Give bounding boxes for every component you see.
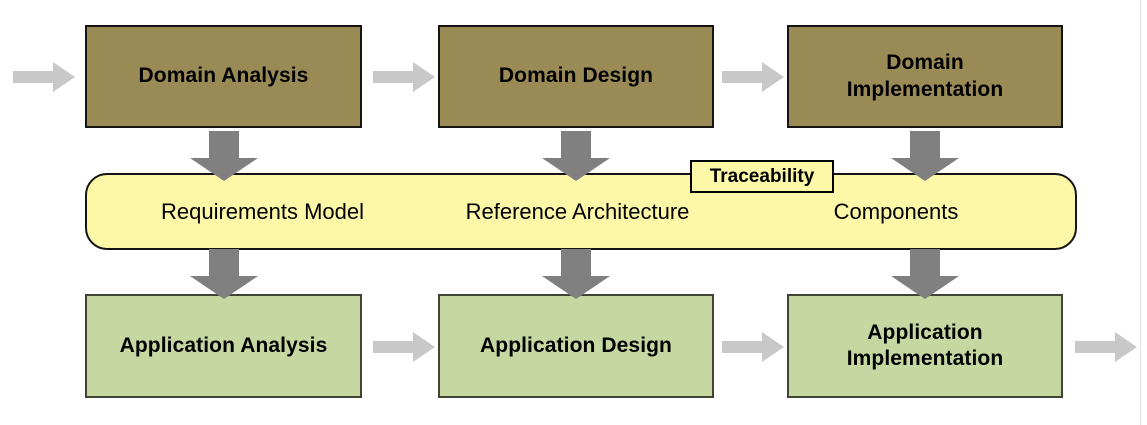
arrow-domain-implementation-to-components [891,131,959,181]
arrow-requirements-model-to-application-analysis [190,249,258,299]
application-implementation-box[interactable]: Application Implementation [787,294,1063,398]
domain-analysis-box[interactable]: Domain Analysis [85,25,362,128]
arrow-domain-design-to-reference-architecture [542,131,610,181]
artifact-reference-architecture[interactable]: Reference Architecture [465,198,690,224]
page-edge-rule [1140,0,1141,425]
application-design-box[interactable]: Application Design [438,294,714,398]
arrow-domain-analysis-to-domain-design [373,62,435,92]
artifact-requirements-model[interactable]: Requirements Model [161,198,364,224]
traceability-callout[interactable]: Traceability [690,160,834,193]
domain-design-box[interactable]: Domain Design [438,25,714,128]
domain-implementation-box[interactable]: Domain Implementation [787,25,1063,128]
arrow-components-to-application-implementation [891,249,959,299]
application-analysis-box[interactable]: Application Analysis [85,294,362,398]
arrow-reference-architecture-to-application-design [542,249,610,299]
arrow-into-domain-analysis [13,62,75,92]
arrow-out-of-application-implementation [1075,332,1137,362]
artifact-components[interactable]: Components [833,198,959,224]
arrow-domain-design-to-domain-implementation [722,62,784,92]
arrow-domain-analysis-to-requirements-model [190,131,258,181]
arrow-application-design-to-application-implementation [722,332,784,362]
arrow-application-analysis-to-application-design [373,332,435,362]
